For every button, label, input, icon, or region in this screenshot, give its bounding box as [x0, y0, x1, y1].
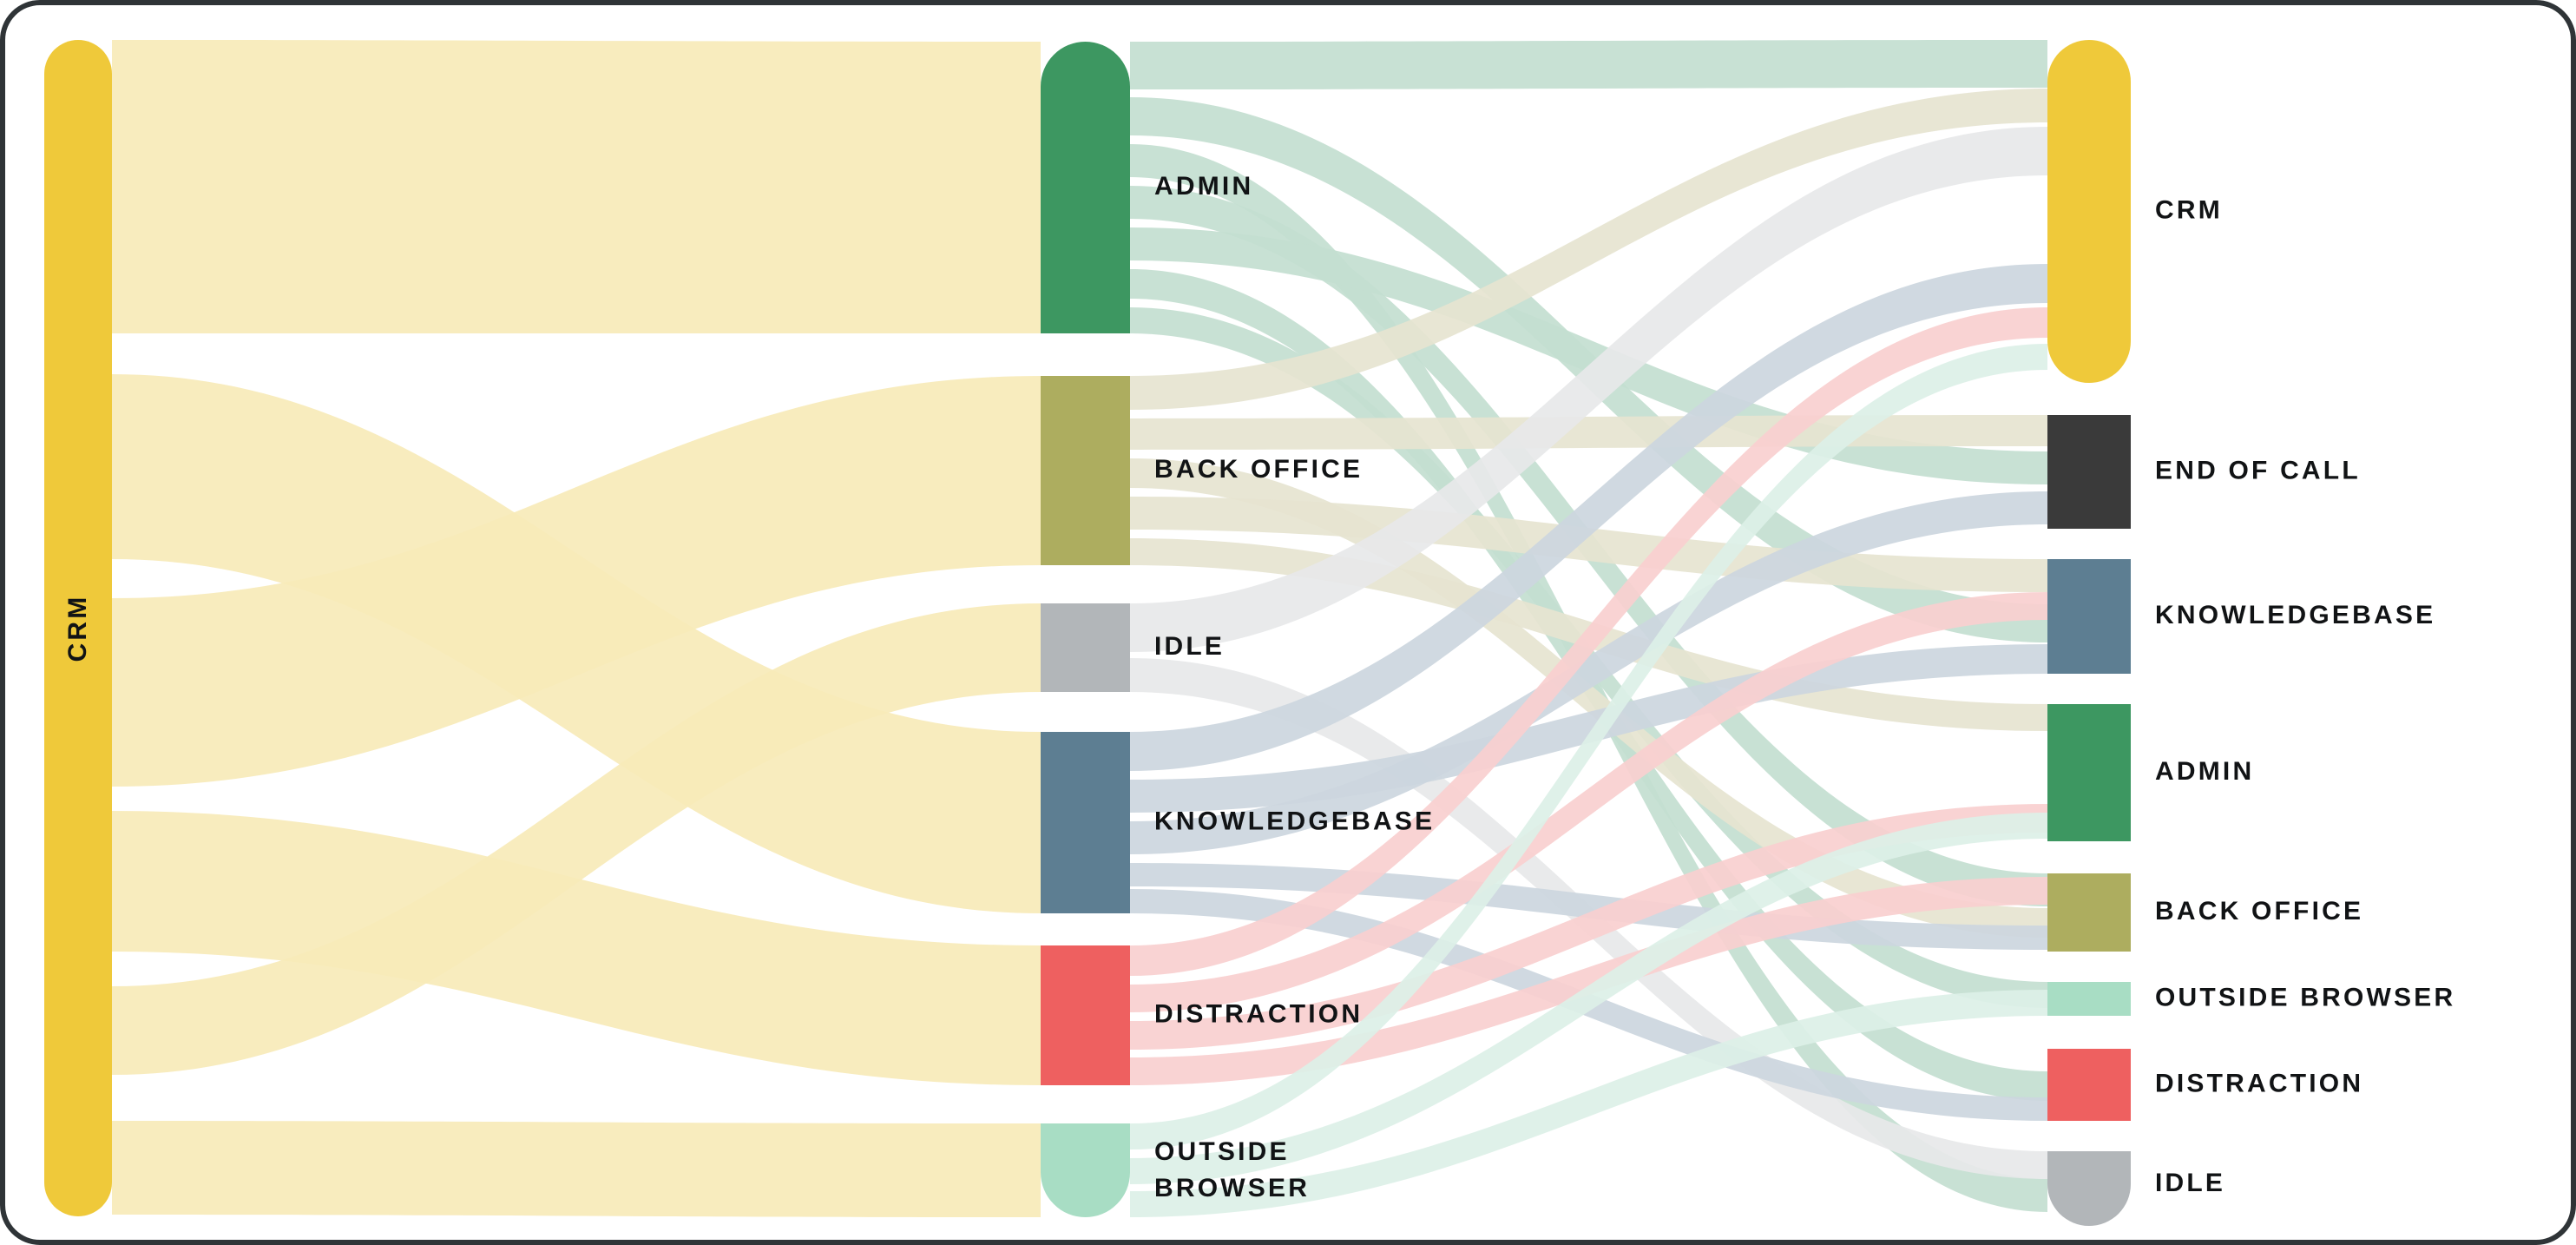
sankey-link[interactable] — [112, 40, 1041, 333]
sankey-node[interactable] — [2047, 982, 2131, 1016]
sankey-node-label: ADMIN — [2155, 757, 2254, 786]
sankey-link[interactable] — [1130, 40, 2047, 89]
sankey-link[interactable] — [112, 811, 1041, 1085]
sankey-node[interactable] — [2047, 40, 2131, 383]
sankey-nodes-layer — [44, 40, 2131, 1226]
sankey-link[interactable] — [1130, 813, 2047, 1184]
sankey-node[interactable] — [2047, 1151, 2131, 1226]
sankey-link[interactable] — [1130, 344, 2047, 1149]
sankey-node-label: CRM — [63, 595, 92, 662]
sankey-link[interactable] — [1130, 264, 2047, 771]
sankey-link[interactable] — [1130, 415, 2047, 450]
sankey-node-label: ADMIN — [1154, 172, 1253, 201]
sankey-link[interactable] — [1130, 89, 2047, 410]
sankey-link[interactable] — [1130, 227, 2047, 484]
sankey-node[interactable] — [2047, 1049, 2131, 1121]
sankey-node[interactable] — [2047, 873, 2131, 952]
sankey-node-label: IDLE — [1154, 632, 1225, 661]
sankey-node-label: KNOWLEDGEBASE — [2155, 601, 2435, 629]
sankey-link[interactable] — [1130, 644, 2047, 813]
sankey-node-label: BACK OFFICE — [1154, 455, 1363, 484]
sankey-node-label: DISTRACTION — [1154, 999, 1363, 1028]
sankey-diagram: CRM ADMIN BACK OFFICE IDLE KNOWLEDGEBASE DIST… — [44, 40, 2455, 1226]
sankey-node[interactable] — [1041, 376, 1130, 565]
sankey-node[interactable] — [44, 40, 112, 1216]
sankey-node[interactable] — [1041, 945, 1130, 1085]
sankey-link[interactable] — [1130, 307, 2047, 976]
sankey-node-label: DISTRACTION — [2155, 1069, 2363, 1097]
sankey-node[interactable] — [2047, 415, 2131, 529]
sankey-link[interactable] — [1130, 804, 2047, 1050]
sankey-node-label: CRM — [2155, 195, 2223, 224]
sankey-node[interactable] — [1041, 1123, 1130, 1217]
sankey-link[interactable] — [1130, 877, 2047, 1085]
sankey-link[interactable] — [1130, 491, 2047, 854]
sankey-link[interactable] — [1130, 127, 2047, 652]
sankey-node-label: OUTSIDE BROWSER — [2155, 983, 2455, 1011]
sankey-node[interactable] — [2047, 559, 2131, 674]
sankey-node[interactable] — [1041, 603, 1130, 692]
sankey-node[interactable] — [1041, 42, 1130, 333]
sankey-node-label: BACK OFFICE — [2155, 897, 2363, 926]
sankey-links-layer — [112, 40, 2047, 1217]
sankey-node[interactable] — [1041, 732, 1130, 913]
sankey-link[interactable] — [112, 376, 1041, 787]
sankey-labels-layer: CRM ADMIN BACK OFFICE IDLE KNOWLEDGEBASE DIST… — [63, 172, 2455, 1202]
sankey-link[interactable] — [1130, 990, 2047, 1217]
sankey-link[interactable] — [1130, 458, 2047, 938]
sankey-link[interactable] — [112, 1121, 1041, 1217]
sankey-node-label: IDLE — [2155, 1169, 2225, 1197]
sankey-node-label: KNOWLEDGEBASE — [1154, 807, 1435, 835]
sankey-link[interactable] — [1130, 592, 2047, 1012]
sankey-node-label: END OF CALL — [2155, 456, 2361, 484]
sankey-node[interactable] — [2047, 704, 2131, 841]
sankey-link[interactable] — [1130, 497, 2047, 592]
sankey-link[interactable] — [112, 603, 1041, 1075]
